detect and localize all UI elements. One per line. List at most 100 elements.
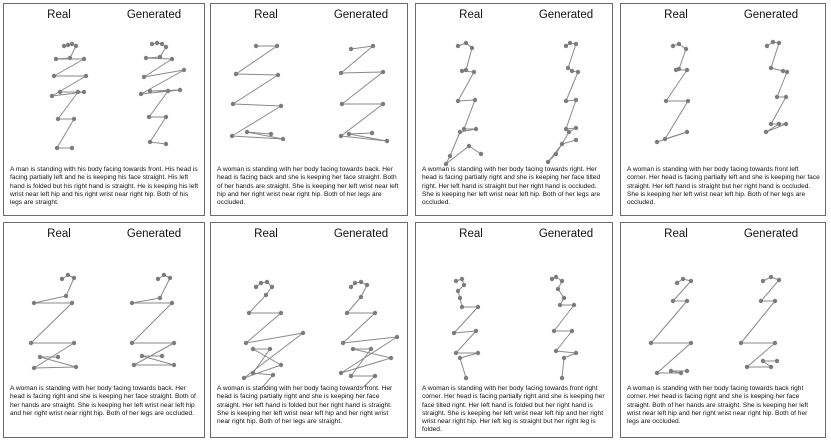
generated-joint (559, 278, 565, 284)
real-joint (457, 355, 463, 361)
real-bone (453, 330, 477, 334)
generated-joint (566, 129, 572, 135)
generated-joint (154, 40, 160, 46)
generated-joint (557, 302, 563, 308)
real-joint (683, 46, 689, 52)
real-joint (51, 73, 57, 79)
real-joint (453, 350, 459, 356)
real-bone (33, 295, 67, 304)
generated-joint (768, 65, 774, 71)
generated-joint (161, 272, 167, 278)
generated-joint (559, 141, 565, 147)
real-joint (471, 69, 477, 75)
generated-joint (764, 43, 770, 49)
real-joint (670, 298, 676, 304)
real-joint (274, 43, 280, 49)
real-joint (463, 40, 469, 46)
generated-joint (129, 340, 135, 346)
generated-bone (555, 350, 577, 354)
generated-bone (342, 336, 398, 344)
panel-caption: A woman is standing with her body facing… (10, 385, 196, 417)
real-joint (28, 340, 34, 346)
generated-joint (551, 328, 557, 334)
generated-joint (549, 276, 555, 282)
real-bone (245, 312, 282, 344)
real-joint (264, 279, 270, 285)
real-bone (246, 131, 284, 140)
real-joint (246, 310, 252, 316)
real-joint (457, 295, 463, 301)
generated-header: Generated (743, 228, 799, 240)
generated-joint (138, 91, 144, 97)
real-bone (261, 374, 274, 388)
generated-joint (139, 353, 145, 359)
generated-bone (770, 96, 787, 125)
generated-joint (561, 295, 567, 301)
panel-4: Real Generated A woman is standing with … (620, 3, 826, 216)
generated-joint (559, 375, 565, 381)
generated-joint (372, 310, 378, 316)
real-joint (55, 116, 61, 122)
real-joint (463, 67, 469, 73)
real-joint (469, 45, 475, 51)
generated-joint (573, 125, 579, 131)
panel-caption: A woman is standing with her body facing… (217, 385, 393, 426)
generated-bone (760, 279, 780, 302)
real-joint (65, 272, 71, 278)
generated-joint (338, 70, 344, 76)
real-bone (231, 105, 282, 137)
generated-joint (780, 68, 786, 74)
real-header: Real (254, 9, 278, 21)
generated-header: Generated (743, 9, 799, 21)
skeleton-figure (451, 274, 579, 381)
real-joint (300, 330, 306, 336)
generated-joint (157, 295, 163, 301)
real-bone (243, 332, 304, 379)
real-bone (248, 294, 267, 314)
generated-joint (131, 362, 137, 368)
real-bone (232, 103, 282, 107)
generated-header: Generated (126, 9, 182, 21)
real-bone (465, 47, 473, 71)
generated-header: Generated (333, 9, 389, 21)
real-joint (459, 68, 465, 74)
real-header: Real (459, 9, 483, 21)
real-joint (475, 350, 481, 356)
real-joint (69, 41, 75, 47)
generated-bone (565, 71, 579, 102)
real-header: Real (254, 228, 278, 240)
generated-joint (563, 126, 569, 132)
panel-6: Real Generated A woman is standing with … (210, 222, 408, 438)
generated-bone (342, 312, 376, 344)
real-joint (459, 276, 465, 282)
real-joint (67, 55, 73, 61)
generated-joint (774, 358, 780, 364)
generated-bone (740, 300, 776, 344)
real-joint (75, 89, 81, 95)
real-joint (243, 340, 249, 346)
real-joint (278, 103, 284, 109)
generated-header: Generated (126, 228, 182, 240)
real-joint (73, 43, 79, 49)
real-joint (673, 67, 679, 73)
real-joint (230, 101, 236, 107)
generated-joint (776, 277, 782, 283)
real-bone (235, 45, 278, 75)
generated-joint (350, 346, 356, 352)
generated-bone (341, 71, 384, 105)
generated-joint (159, 353, 165, 359)
real-bone (57, 91, 79, 120)
generated-bone (776, 71, 788, 98)
generated-joint (346, 131, 352, 137)
skeleton-figure (648, 274, 782, 376)
generated-header: Generated (538, 9, 594, 21)
real-bone (235, 73, 279, 76)
generated-joint (163, 114, 169, 120)
generated-joint (384, 138, 390, 144)
real-joint (250, 370, 256, 376)
generated-bone (340, 45, 374, 74)
generated-bone (561, 139, 577, 145)
skeleton-figure (654, 39, 790, 145)
generated-joint (561, 355, 567, 361)
real-joint (278, 310, 284, 316)
